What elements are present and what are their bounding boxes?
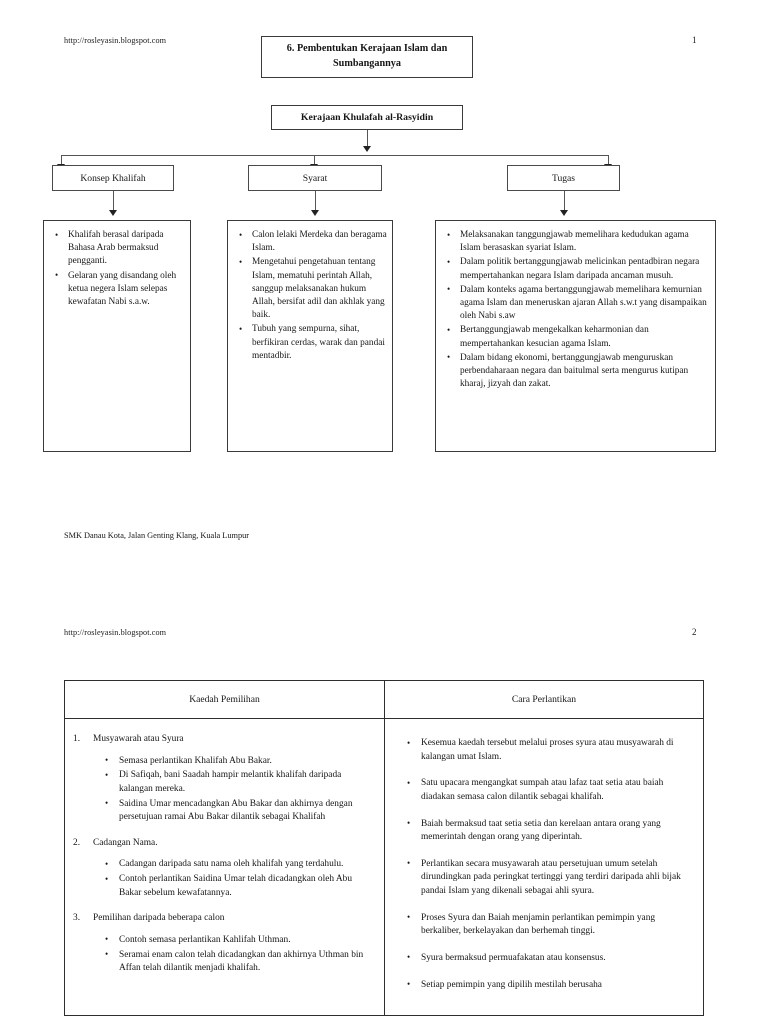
flowchart-root-label: Kerajaan Khulafah al-Rasyidin [300, 112, 434, 123]
list-item: Calon lelaki Merdeka dan beragama Islam. [239, 228, 388, 255]
list-item: Dalam konteks agama bertanggungjawab mem… [447, 283, 711, 324]
cara-perlantikan-list: Kesemua kaedah tersebut melalui proses s… [399, 736, 693, 993]
flowchart-root-node: Kerajaan Khulafah al-Rasyidin [271, 105, 463, 130]
connector-branch-1-vertical [61, 155, 62, 166]
connector-root-arrowhead [363, 146, 371, 152]
list-item: Khalifah berasal daripada Bahasa Arab be… [55, 229, 186, 269]
list-item: Tubuh yang sempurna, sihat, berfikiran c… [239, 323, 388, 363]
flowchart-node-konsep-khalifah: Konsep Khalifah [52, 165, 174, 191]
connector-konsep-to-content [113, 191, 114, 212]
syarat-list: Calon lelaki Merdeka dan beragama Islam.… [232, 228, 388, 363]
table-cell-kaedah-pemilihan: 1. Musyawarah atau Syura Semasa perlanti… [65, 719, 385, 1016]
flowchart-node-label: Syarat [302, 172, 328, 184]
item-number: 2. [73, 837, 81, 848]
flowchart-node-label: Konsep Khalifah [80, 172, 146, 184]
content-box-konsep-khalifah: Khalifah berasal daripada Bahasa Arab be… [43, 220, 191, 452]
list-item: Kesemua kaedah tersebut melalui proses s… [407, 736, 693, 764]
list-item: Baiah bermaksud taat setia setia dan ker… [407, 817, 693, 845]
sub-bullet-list: Semasa perlantikan Khalifah Abu Bakar. D… [93, 754, 374, 825]
list-item: Melaksanakan tanggungjawab memelihara ke… [447, 228, 711, 255]
flowchart-node-syarat: Syarat [248, 165, 382, 191]
flowchart-node-label: Tugas [551, 172, 576, 184]
document-title-box: 6. Pembentukan Kerajaan Islam dan Sumban… [261, 36, 473, 78]
kaedah-numbered-list: 1. Musyawarah atau Syura Semasa perlanti… [73, 733, 374, 976]
list-item: Perlantikan secara musyawarah atau perse… [407, 857, 693, 899]
item-number: 1. [73, 734, 81, 744]
list-item: Mengetahui pengetahuan tentang Islam, me… [239, 256, 388, 322]
connector-tugas-arrowhead [560, 210, 568, 216]
list-item: Dalam politik bertanggungjawab melicinka… [447, 256, 711, 282]
connector-branch-3-vertical [608, 155, 609, 166]
list-item: Setiap pemimpin yang dipilih mestilah be… [407, 978, 693, 993]
list-item: Contoh perlantikan Saidina Umar telah di… [105, 872, 374, 900]
kaedah-perlantikan-table: Kaedah Pemilihan Cara Perlantikan 1. Mus… [64, 680, 704, 1017]
page-title: 6. Pembentukan Kerajaan Islam dan Sumban… [286, 43, 448, 69]
sub-bullet-list: Cadangan daripada satu nama oleh khalifa… [93, 858, 374, 900]
connector-konsep-arrowhead [109, 210, 117, 216]
table-body-row: 1. Musyawarah atau Syura Semasa perlanti… [65, 719, 703, 1016]
connector-root-vertical [367, 130, 368, 148]
content-box-syarat: Calon lelaki Merdeka dan beragama Islam.… [227, 220, 393, 452]
list-item: Satu upacara mengangkat sumpah atau lafa… [407, 777, 693, 804]
numbered-item-3: 3. Pemilihan daripada beberapa calon Con… [73, 912, 374, 976]
item-number: 3. [73, 913, 81, 924]
connector-syarat-arrowhead [311, 210, 319, 216]
list-item: Bertanggungjawab mengekalkan keharmonian… [447, 324, 711, 350]
page2-header-url: http://rosleyasin.blogspot.com [64, 628, 167, 637]
connector-syarat-to-content [315, 191, 316, 212]
item-heading: Musyawarah atau Syura [93, 734, 184, 744]
sub-bullet-list: Contoh semasa perlantikan Kahlifah Uthma… [93, 933, 374, 976]
table-cell-cara-perlantikan: Kesemua kaedah tersebut melalui proses s… [385, 719, 703, 1015]
connector-horizontal-bus [61, 155, 608, 156]
list-item: Gelaran yang disandang oleh ketua negera… [55, 269, 186, 310]
list-item: Proses Syura dan Baiah menjamin perlanti… [407, 911, 693, 939]
document-page-1: http://rosleyasin.blogspot.com 1 6. Pemb… [0, 0, 768, 600]
page1-page-number: 1 [692, 35, 697, 45]
list-item: Semasa perlantikan Khalifah Abu Bakar. [105, 754, 374, 769]
konsep-khalifah-list: Khalifah berasal daripada Bahasa Arab be… [48, 229, 186, 309]
list-item: Saidina Umar mencadangkan Abu Bakar dan … [105, 797, 374, 825]
document-page-2: http://rosleyasin.blogspot.com 2 Kaedah … [0, 600, 768, 1024]
page1-header-url: http://rosleyasin.blogspot.com [64, 36, 167, 45]
list-item: Cadangan daripada satu nama oleh khalifa… [105, 858, 374, 872]
table-column-header-kaedah-pemilihan: Kaedah Pemilihan [65, 681, 385, 718]
item-heading: Pemilihan daripada beberapa calon [93, 913, 225, 924]
content-box-tugas: Melaksanakan tanggungjawab memelihara ke… [435, 220, 716, 452]
list-item: Contoh semasa perlantikan Kahlifah Uthma… [105, 933, 374, 948]
list-item: Syura bermaksud permuafakatan atau konse… [407, 951, 693, 966]
table-header-row: Kaedah Pemilihan Cara Perlantikan [65, 681, 703, 719]
table-column-header-cara-perlantikan: Cara Perlantikan [511, 694, 577, 705]
tugas-list: Melaksanakan tanggungjawab memelihara ke… [440, 228, 711, 392]
list-item: Seramai enam calon telah dicadangkan dan… [105, 948, 374, 976]
flowchart-node-tugas: Tugas [507, 165, 620, 191]
numbered-item-1: 1. Musyawarah atau Syura Semasa perlanti… [73, 733, 374, 825]
connector-tugas-to-content [564, 191, 565, 212]
page2-page-number: 2 [692, 627, 697, 637]
list-item: Dalam bidang ekonomi, bertanggungjawab m… [447, 351, 711, 392]
numbered-item-2: 2. Cadangan Nama. Cadangan daripada satu… [73, 837, 374, 901]
list-item: Di Safiqah, bani Saadah hampir melantik … [105, 769, 374, 796]
connector-branch-2-vertical [314, 155, 315, 166]
item-heading: Cadangan Nama. [93, 837, 158, 848]
page1-footer-school: SMK Danau Kota, Jalan Genting Klang, Kua… [64, 531, 250, 540]
